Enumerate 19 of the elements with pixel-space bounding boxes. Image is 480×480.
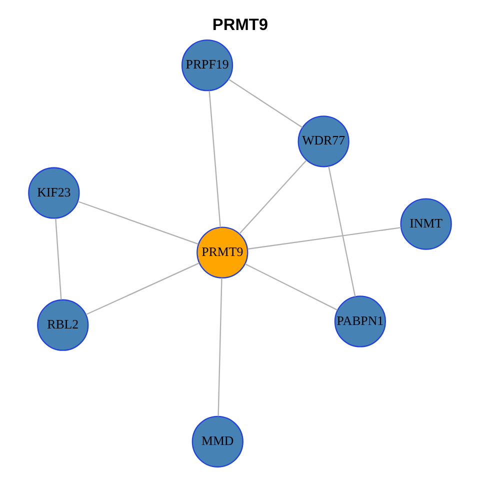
node-circle: PRMT9	[196, 226, 248, 278]
connector	[55, 218, 62, 300]
node-circle: PABPN1	[334, 296, 386, 348]
node-circle: KIF23	[28, 167, 80, 219]
node-circle: WDR77	[298, 116, 350, 168]
connector	[208, 90, 221, 228]
connector	[218, 278, 222, 416]
connector	[78, 200, 198, 245]
connector	[228, 78, 303, 128]
connector	[248, 226, 402, 250]
connector	[239, 160, 307, 234]
node-circle: PRPF19	[181, 40, 234, 92]
node-circle: RBL2	[37, 299, 89, 351]
node-circle: INMT	[400, 198, 452, 250]
diagram-title: PRMT9	[212, 16, 268, 34]
node-circle: MMD	[192, 416, 244, 468]
connector	[86, 262, 200, 316]
connector	[244, 263, 338, 311]
connector	[328, 166, 356, 297]
